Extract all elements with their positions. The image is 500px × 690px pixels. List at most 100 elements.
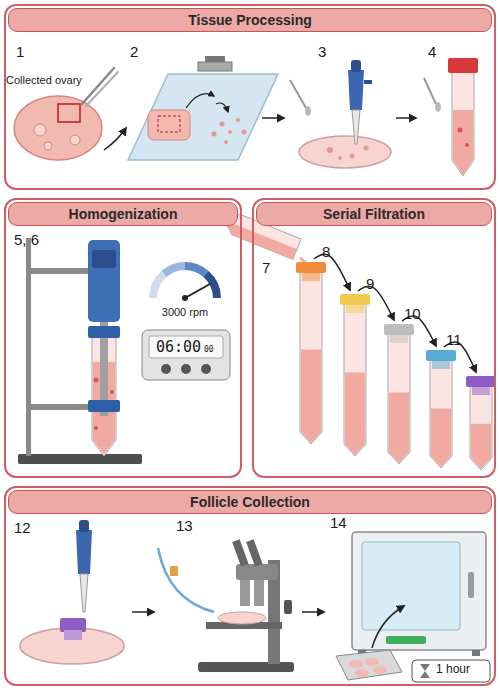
callout-number: 8 [322, 244, 330, 261]
speed-gauge [153, 266, 217, 301]
callout-number: 10 [404, 306, 421, 323]
spatula-part [424, 78, 436, 104]
spatula-part [290, 80, 306, 108]
filter-tube-part [344, 304, 366, 456]
conical-tube-part [458, 128, 463, 133]
microscope-part [284, 600, 292, 614]
filter-tube-part [389, 393, 409, 464]
speed-gauge-part [185, 284, 210, 298]
hourglass-box [412, 660, 490, 682]
timer-part [201, 364, 211, 374]
step-arrow [302, 611, 324, 613]
well-plate-part [336, 650, 402, 680]
timer-part [161, 364, 171, 374]
ovary-illustration-part [14, 96, 102, 160]
incubator-part [362, 542, 460, 630]
spatula-part [435, 102, 441, 112]
glass-slide-part [158, 116, 180, 132]
speed-gauge-part [185, 266, 206, 274]
hourglass-box-part [420, 664, 430, 678]
ovary-illustration-part [58, 104, 80, 122]
well-plate-part [365, 658, 379, 666]
filter-tube-part [390, 335, 408, 343]
homogenizer-part [88, 240, 120, 322]
homogenizer-part [92, 250, 116, 268]
step-panel: Homogenization [4, 198, 242, 478]
filter-tube [466, 376, 496, 470]
pipette-and-dish-part [338, 156, 342, 160]
callout-number: 13 [176, 518, 193, 535]
step-arrow [396, 117, 416, 119]
timer-part [149, 336, 223, 358]
callout-number: 1 [16, 44, 24, 61]
callout-number: 2 [130, 44, 138, 61]
filter-tube-part [430, 360, 452, 468]
homogenizer-part [94, 378, 99, 383]
microscope-part [240, 580, 250, 606]
homogenizer-part [92, 336, 116, 456]
filter-tube-part [296, 262, 326, 273]
pipette-and-dish [20, 520, 124, 664]
step-arrow [314, 254, 350, 290]
microscope-part [170, 566, 178, 576]
step-arrow [132, 611, 154, 613]
callout-number: 9 [366, 276, 374, 293]
microscope-part [246, 539, 262, 566]
filter-tube [426, 350, 456, 468]
timer-display: 06:00 [156, 339, 201, 356]
pipette-and-dish-part [327, 147, 333, 153]
timer-part [142, 330, 230, 380]
ovary-illustration-part [34, 124, 46, 136]
pipette-and-dish-part [352, 110, 360, 144]
conical-tube-part [453, 110, 473, 175]
pipette-and-dish-part [299, 136, 391, 168]
filter-tube-part [471, 424, 491, 469]
microscope-part [158, 548, 214, 612]
glass-slide-part [128, 74, 278, 160]
conical-tube-part [452, 72, 474, 176]
panel-heading: Follicle Collection [8, 490, 492, 514]
spatula-part [305, 106, 311, 116]
filter-tube-part [472, 387, 490, 395]
step-arrow [104, 128, 126, 150]
callout-number: 5, 6 [14, 232, 39, 249]
speed-gauge-part [164, 266, 185, 274]
ovary-illustration-part [44, 142, 52, 150]
ovary-illustration-part [86, 72, 118, 106]
pipette-and-dish-part [364, 146, 369, 151]
homogenizer [88, 240, 120, 456]
well-plate-part [355, 669, 369, 677]
well-plate [336, 650, 402, 680]
filter-tube-part [301, 349, 321, 443]
well-plate-part [349, 660, 363, 668]
glass-slide-part [198, 62, 232, 71]
pipette-and-dish-part [80, 574, 88, 612]
callout-number: 11 [446, 332, 462, 349]
spatula [424, 78, 441, 112]
homogenizer-part [88, 400, 120, 412]
incubator-part [386, 636, 426, 644]
incubator-part [468, 572, 474, 598]
glass-slide-part [216, 103, 228, 112]
filter-tube [384, 324, 414, 464]
callout-number: 7 [262, 260, 270, 277]
step-arrow [262, 117, 284, 119]
hourglass-box-part [412, 660, 490, 682]
speed-label: 3000 rpm [162, 306, 208, 318]
timer [142, 330, 230, 380]
ovary-illustration-part [70, 135, 80, 145]
filter-tube [296, 262, 326, 444]
filter-tube-part [346, 305, 364, 313]
pipette-and-dish-part [350, 154, 355, 159]
step-arrow [358, 286, 394, 320]
conical-tube-part [465, 143, 469, 147]
incubator-part [352, 532, 486, 650]
panel-heading: Tissue Processing [8, 8, 492, 32]
glass-slide-part [205, 56, 225, 62]
filter-tube [340, 294, 370, 456]
homogenizer-stand [18, 238, 142, 464]
pipette-and-dish-part [348, 70, 364, 110]
filter-tube-part [470, 386, 492, 470]
timer-part [181, 364, 191, 374]
callout-number: 14 [330, 515, 347, 532]
